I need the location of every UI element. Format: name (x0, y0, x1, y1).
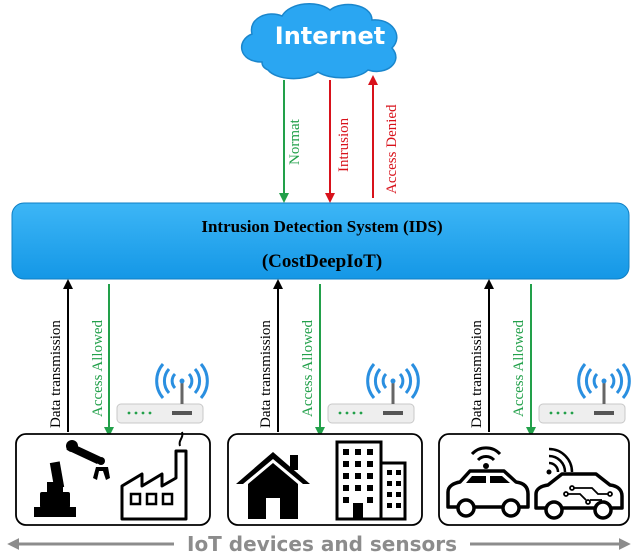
house-icon (236, 452, 310, 519)
car-icon (446, 469, 530, 518)
robot-arm-icon (34, 440, 110, 517)
ids-box (11, 202, 630, 280)
cloud-icon (241, 3, 398, 80)
ids-title: Intrusion Detection System (IDS) (201, 217, 442, 236)
wifi-router-icon (116, 363, 209, 424)
group-vehicles: Data transmission Access Allowed (438, 279, 631, 526)
access-allowed-label: Access Allowed (90, 319, 106, 417)
footer-label: IoT devices and sensors (187, 532, 457, 556)
access-denied-label: Access Denied (384, 104, 400, 194)
access-allowed-label: Access Allowed (511, 319, 527, 417)
access-allowed-label: Access Allowed (300, 319, 316, 417)
intrusion-label: Intrusion (336, 117, 352, 172)
wifi-router-icon (538, 363, 631, 424)
data-transmission-label: Data transmission (48, 320, 64, 428)
group-industrial: Data transmission Access Allowed (15, 279, 211, 526)
group-home: Data transmission Access Allowed (227, 279, 423, 526)
data-transmission-label: Data transmission (469, 320, 485, 428)
wifi-icon (470, 446, 502, 469)
building-icon (335, 440, 407, 521)
smart-car-icon (534, 447, 624, 520)
ids-subtitle: (CostDeepIoT) (262, 251, 382, 272)
factory-icon (120, 431, 188, 521)
data-transmission-label: Data transmission (258, 320, 274, 428)
cloud-label: Internet (275, 22, 385, 50)
normal-label: Normat (287, 118, 303, 165)
wifi-router-icon (327, 363, 420, 424)
